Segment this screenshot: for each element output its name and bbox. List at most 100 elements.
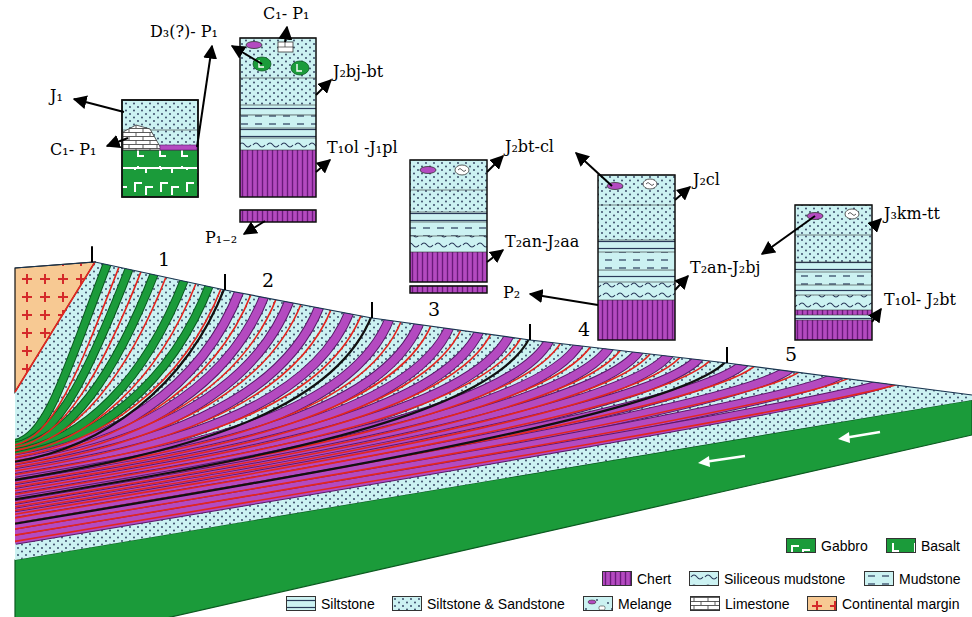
thrust-fault xyxy=(15,328,462,488)
layer-boundary xyxy=(410,236,487,237)
column-outline xyxy=(795,205,872,340)
layer-boundary xyxy=(598,252,675,253)
limestone-block-mark xyxy=(278,42,293,47)
chert-block xyxy=(246,42,262,49)
column-layer-pattern xyxy=(795,320,872,340)
legend-label: Mudstone xyxy=(897,570,962,588)
legend-label: Continental margin xyxy=(840,595,962,613)
swatch-pattern-fill xyxy=(808,597,837,611)
column-layer xyxy=(598,205,675,240)
column-outline xyxy=(410,160,487,282)
age-label: D₃(?)- P₁ xyxy=(150,22,218,42)
major-fault xyxy=(15,360,727,524)
legend-label: Chert xyxy=(635,570,673,588)
slip-arrow xyxy=(704,456,745,462)
layer-boundary xyxy=(410,212,487,213)
column-layer-pattern xyxy=(410,212,487,222)
chert-block xyxy=(420,167,436,174)
layer-boundary xyxy=(795,315,872,316)
column-layer-pattern xyxy=(122,168,198,197)
contact-line xyxy=(123,167,197,169)
wedge-dots xyxy=(15,262,972,560)
column-layer xyxy=(598,282,675,300)
column-layer-pattern xyxy=(122,100,198,130)
basalt-block xyxy=(291,61,309,75)
swatch-pattern-fill xyxy=(787,539,816,553)
layer-boundary xyxy=(795,320,872,321)
column-layer-pattern xyxy=(598,240,675,252)
column-layer xyxy=(598,270,675,282)
art-part xyxy=(316,80,331,95)
layer-boundary xyxy=(598,300,675,301)
slip-arrow-head xyxy=(698,456,710,467)
column-layer xyxy=(795,320,872,340)
legend-swatch xyxy=(689,571,719,586)
swatch-pattern-fill xyxy=(393,597,422,611)
layer-boundary xyxy=(598,282,675,283)
column-layer xyxy=(598,300,675,340)
layer-boundary xyxy=(795,235,872,236)
column-layer xyxy=(240,138,316,150)
art-part xyxy=(487,250,503,262)
layer-boundary xyxy=(240,78,316,79)
age-label: C₁- P₁ xyxy=(263,4,309,24)
column-layer-pattern xyxy=(598,270,675,282)
column-layer xyxy=(795,285,872,295)
layer-boundary xyxy=(240,150,316,151)
art-part xyxy=(74,27,881,322)
column-layer-pattern xyxy=(410,286,487,293)
chert-slice-edge xyxy=(15,375,840,534)
column-layer xyxy=(122,150,198,168)
layer-boundary xyxy=(795,285,872,286)
legend-item: Limestone xyxy=(690,595,792,613)
legend-swatch xyxy=(286,596,316,611)
layer-boundary xyxy=(410,252,487,253)
age-label: T₂an-J₂aa xyxy=(505,232,579,252)
layer-boundary xyxy=(410,190,487,191)
swatch-pattern xyxy=(787,539,816,553)
column-layer xyxy=(795,315,872,320)
continental-margin-crosses xyxy=(15,262,95,392)
column-number: 4 xyxy=(578,318,590,340)
column-layer xyxy=(240,210,316,222)
layer-boundary xyxy=(598,270,675,271)
section-tick xyxy=(726,347,728,363)
column-layer-pattern xyxy=(795,262,872,272)
art-part xyxy=(74,99,124,112)
column-layer xyxy=(240,128,316,138)
legend-swatch xyxy=(786,538,816,553)
swatch-pattern-fill xyxy=(887,539,916,553)
column-layer xyxy=(598,240,675,252)
layer-boundary xyxy=(598,205,675,206)
section-tick xyxy=(529,324,531,340)
legend-swatch xyxy=(392,596,422,611)
thrust-fault xyxy=(15,370,802,529)
layer-boundary xyxy=(122,168,198,169)
thrust-fault xyxy=(15,358,712,518)
basalt-block-mark xyxy=(297,64,302,71)
layer-boundary xyxy=(410,222,487,223)
legend-swatch xyxy=(583,596,613,611)
column-outline xyxy=(122,100,198,197)
column-layer-pattern xyxy=(410,160,487,190)
column-layer-pattern xyxy=(795,310,872,315)
exotic-block-mark xyxy=(646,183,654,186)
art-part xyxy=(197,46,212,147)
column-number: 5 xyxy=(785,343,797,365)
exotic-block xyxy=(643,179,657,189)
thrust-slices xyxy=(15,262,902,542)
chert-slice xyxy=(15,375,840,534)
swatch-pattern-fill xyxy=(287,597,316,611)
art-part xyxy=(872,309,881,322)
art-part xyxy=(244,221,265,234)
legend-item: Siliceous mudstone xyxy=(689,570,848,588)
swatch-pattern xyxy=(808,597,837,611)
column-layer-pattern xyxy=(240,78,316,105)
column-layer-pattern xyxy=(795,285,872,295)
art-part xyxy=(232,46,262,64)
column-layer-pattern xyxy=(240,150,316,197)
age-label: J₃km-tt xyxy=(884,204,940,224)
swatch-pattern xyxy=(584,597,613,611)
limestone-block xyxy=(278,42,293,52)
